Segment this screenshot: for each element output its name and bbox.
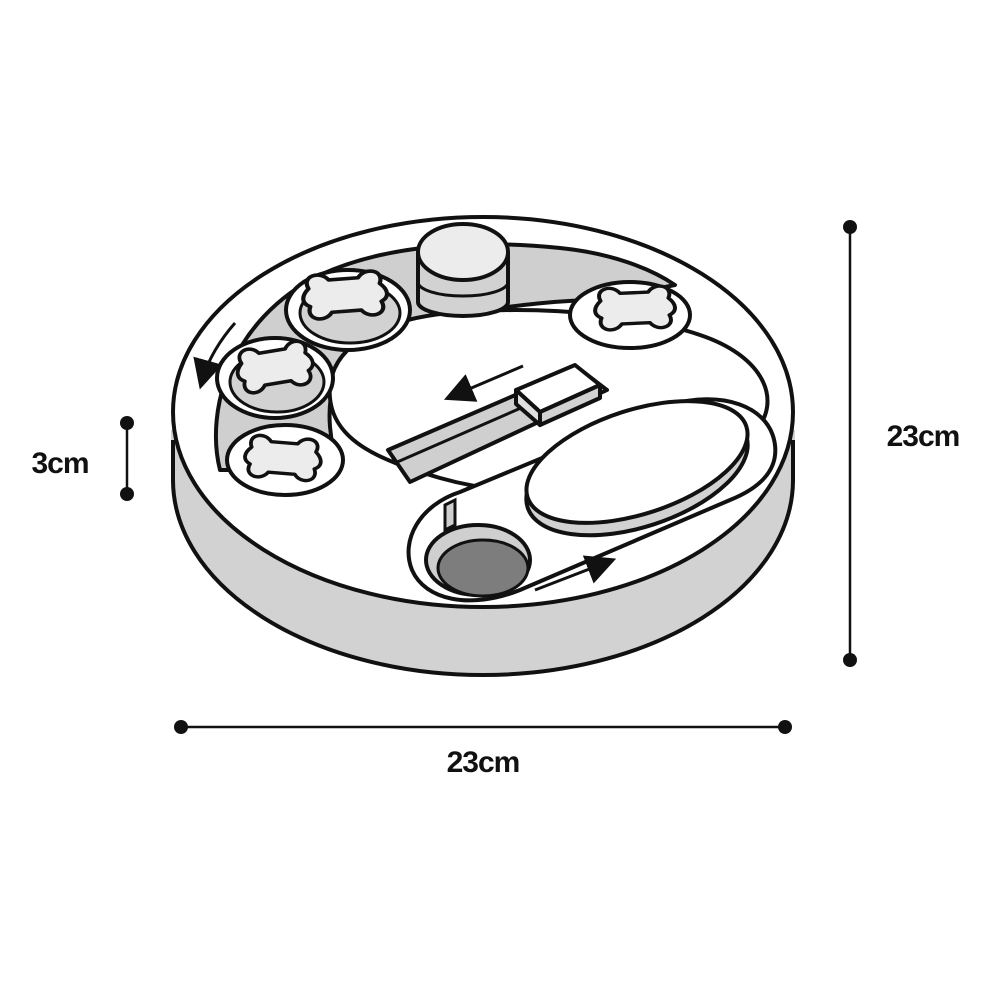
slide-right-arrow: [534, 555, 617, 592]
treat-cup-top-right: [568, 280, 692, 350]
treat-well: [424, 523, 532, 598]
rotate-arrow-left: [193, 322, 237, 390]
bone-treat-icon: [241, 432, 325, 484]
dimension-dot-icon: [778, 720, 792, 734]
width-dimension: 23cm: [174, 720, 792, 779]
dimension-dot-icon: [120, 487, 134, 501]
dimension-dot-icon: [843, 653, 857, 667]
treat-cup-bottom-left: [225, 423, 345, 497]
slide-left-arrow: [443, 364, 524, 402]
treat-cup-left: [215, 336, 335, 420]
height-label: 3cm: [31, 447, 88, 480]
height-dimension: 3cm: [31, 416, 134, 501]
dimension-dot-icon: [843, 220, 857, 234]
bone-treat-icon: [301, 270, 389, 320]
depth-label: 23cm: [887, 420, 960, 453]
depth-dimension: 23cm: [843, 220, 960, 667]
dimension-dot-icon: [174, 720, 188, 734]
width-label: 23cm: [447, 746, 520, 779]
treat-cup-top-left: [284, 270, 412, 352]
sliding-lid: [524, 399, 750, 538]
dimension-dot-icon: [120, 416, 134, 430]
bone-treat-icon: [594, 285, 676, 330]
slider-block: [514, 363, 602, 427]
cylinder-plug: [416, 222, 510, 318]
